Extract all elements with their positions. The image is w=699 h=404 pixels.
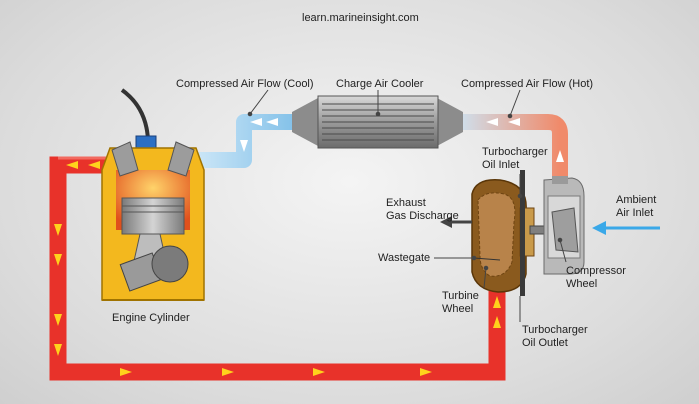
label-line-1: Compressor <box>566 265 626 277</box>
label-exhaust-gas-discharge: Exhaust Gas Discharge <box>386 197 459 223</box>
label-line-1: Turbocharger <box>522 324 588 336</box>
label-line-2: Oil Inlet <box>482 159 520 171</box>
label-turbine-wheel: Turbine Wheel <box>442 290 479 316</box>
label-turbocharger-oil-inlet: Turbocharger Oil Inlet <box>482 146 548 172</box>
engine-cylinder-body <box>101 88 205 301</box>
label-line-2: Gas Discharge <box>386 210 459 222</box>
hot-air-duct <box>455 114 568 176</box>
leader-lines <box>247 89 567 322</box>
label-line-1: Exhaust <box>386 197 426 209</box>
label-compressed-air-cool: Compressed Air Flow (Cool) <box>176 78 314 90</box>
label-compressor-wheel: Compressor Wheel <box>566 265 626 291</box>
label-charge-air-cooler: Charge Air Cooler <box>336 78 424 90</box>
label-line-1: Turbocharger <box>482 146 548 158</box>
exhaust-flow-arrows <box>54 161 501 376</box>
label-line-2: Oil Outlet <box>522 337 568 349</box>
exhaust-discharge-arrow <box>440 216 472 228</box>
cool-air-duct <box>192 114 300 168</box>
label-compressed-air-hot: Compressed Air Flow (Hot) <box>461 78 594 90</box>
charge-air-cooler-body <box>292 95 463 149</box>
label-line-1: Turbine <box>442 290 479 302</box>
label-line-2: Wheel <box>566 278 598 290</box>
label-wastegate: Wastegate <box>378 252 431 264</box>
label-engine-cylinder: Engine Cylinder <box>112 312 190 324</box>
label-line-2: Air Inlet <box>616 207 654 219</box>
label-ambient-air-inlet: Ambient Air Inlet <box>616 194 656 220</box>
source-watermark: learn.marineinsight.com <box>302 12 419 24</box>
label-line-1: Ambient <box>616 194 657 206</box>
ambient-air-arrow <box>592 221 660 235</box>
turbocharger-body <box>471 170 585 296</box>
label-line-2: Wheel <box>442 303 474 315</box>
label-turbocharger-oil-outlet: Turbocharger Oil Outlet <box>522 324 588 350</box>
